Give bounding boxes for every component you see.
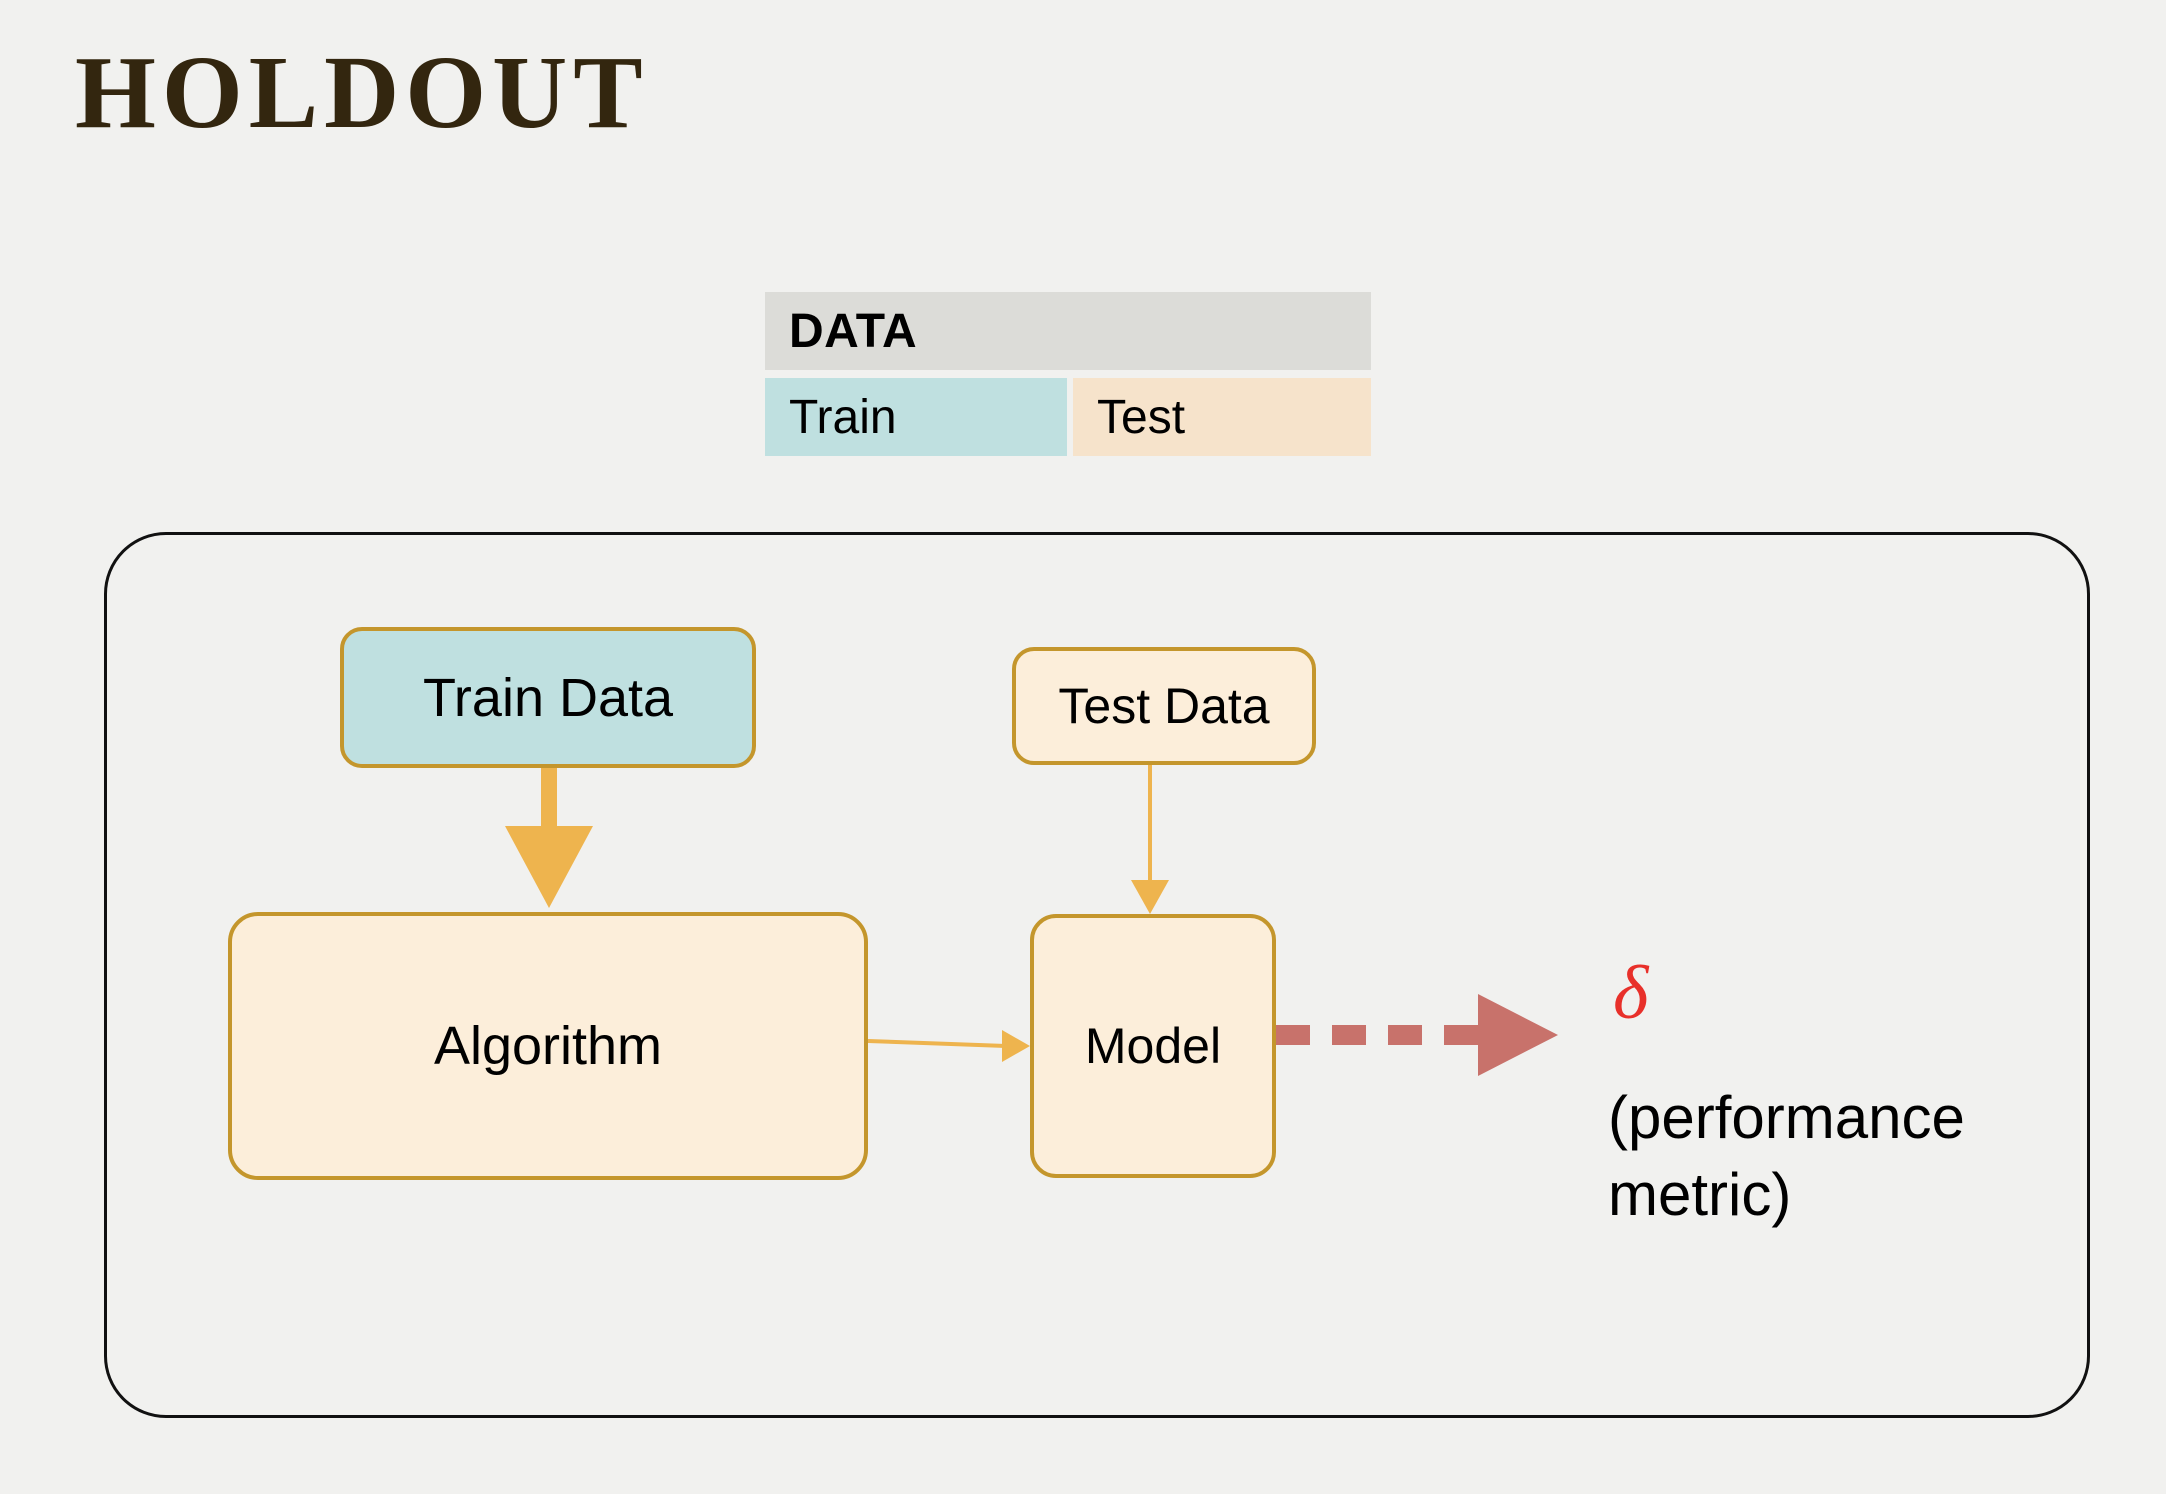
diagram-container (104, 532, 2090, 1418)
node-test-data[interactable]: Test Data (1012, 647, 1316, 765)
data-table-header: DATA (765, 292, 1371, 370)
data-table-row: Train Test (765, 378, 1371, 456)
delta-symbol: δ (1613, 951, 1649, 1035)
data-cell-test: Test (1073, 378, 1371, 456)
data-cell-train: Train (765, 378, 1067, 456)
node-train-data[interactable]: Train Data (340, 627, 756, 768)
node-model[interactable]: Model (1030, 914, 1276, 1178)
performance-metric-caption: (performance metric) (1608, 1080, 2078, 1234)
performance-metric-line-1: (performance (1608, 1084, 1965, 1151)
page-title: HOLDOUT (75, 35, 649, 150)
performance-metric-line-2: metric) (1608, 1160, 1792, 1228)
node-algorithm[interactable]: Algorithm (228, 912, 868, 1180)
data-table: DATA Train Test (765, 292, 1371, 456)
